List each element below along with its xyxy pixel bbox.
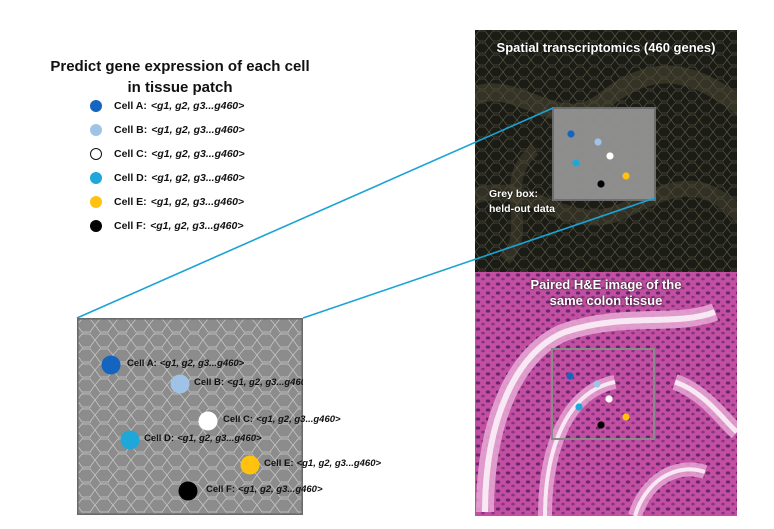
zoom-cell-d-dot <box>120 430 140 450</box>
he-cell-e-dot <box>622 413 630 421</box>
st-cell-e-dot <box>622 172 630 180</box>
legend-label: Cell A: <box>114 100 147 112</box>
cell-d-dot-icon <box>90 172 102 184</box>
zoom-label-genes: <g1, g2, g3...g460> <box>177 433 262 444</box>
legend-label: Cell D: <box>114 172 148 184</box>
zoom-label-genes: <g1, g2, g3...g460> <box>159 358 245 369</box>
st-cell-f-dot <box>597 180 605 188</box>
grey-box-note-line-2: held-out data <box>489 203 555 215</box>
he-panel-title-line-2: same colon tissue <box>549 293 663 308</box>
cell-a-dot-icon <box>90 100 102 112</box>
he-grey-box <box>551 348 655 440</box>
zoom-label-cell-c: Cell C:<g1, g2, g3...g460> <box>223 414 341 425</box>
grey-box-note-line-1: Grey box: <box>489 188 539 200</box>
st-cell-c-dot <box>606 152 614 160</box>
zoom-cell-e-dot <box>240 455 260 475</box>
zoom-cell-b-dot <box>170 374 190 394</box>
he-panel-title-line-1: Paired H&E image of the <box>530 277 682 292</box>
zoom-cell-c-dot <box>198 411 218 431</box>
cell-b-dot-icon <box>90 124 102 136</box>
he-tissue-image <box>475 272 737 516</box>
zoom-label-text: Cell E: <box>264 458 294 469</box>
diagram-title: Predict gene expression of each cell in … <box>20 56 340 98</box>
legend-item-cell-a: Cell A: <g1, g2, g3...g460> <box>90 98 244 114</box>
zoom-label-text: Cell F: <box>206 484 236 495</box>
zoom-label-genes: <g1, g2, g3...g460> <box>227 377 303 388</box>
zoom-label-cell-e: Cell E:<g1, g2, g3...g460> <box>264 458 381 469</box>
he-panel-title: Paired H&E image of the same colon tissu… <box>475 277 737 309</box>
legend-genes: <g1, g2, g3...g460> <box>151 124 245 136</box>
st-panel-title: Spatial transcriptomics (460 genes) <box>496 40 716 55</box>
zoom-label-text: Cell C: <box>223 414 254 425</box>
zoom-label-cell-f: Cell F:<g1, g2, g3...g460> <box>206 484 323 495</box>
he-cell-b-dot <box>593 380 601 388</box>
st-cell-a-dot <box>567 130 575 138</box>
zoom-label-text: Cell D: <box>144 433 175 444</box>
cell-f-dot-icon <box>90 220 102 232</box>
zoom-label-cell-a: Cell A:<g1, g2, g3...g460> <box>127 358 244 369</box>
zoomed-tissue-patch: Cell A:<g1, g2, g3...g460> Cell B:<g1, g… <box>77 318 303 515</box>
legend-genes: <g1, g2, g3...g460> <box>151 148 245 160</box>
he-cell-a-dot <box>566 372 574 380</box>
legend-label: Cell E: <box>114 196 147 208</box>
cell-c-dot-icon <box>90 148 102 160</box>
zoom-cell-f-dot <box>178 481 198 501</box>
zoom-label-genes: <g1, g2, g3...g460> <box>296 458 382 469</box>
zoom-label-cell-d: Cell D:<g1, g2, g3...g460> <box>144 433 262 444</box>
zoom-label-text: Cell A: <box>127 358 157 369</box>
legend-genes: <g1, g2, g3...g460> <box>151 172 245 184</box>
grey-box-note: Grey box: held-out data <box>489 187 555 217</box>
st-tissue-image <box>475 30 737 272</box>
zoomed-patch-image <box>77 318 303 515</box>
he-cell-f-dot <box>597 421 605 429</box>
st-cell-b-dot <box>594 138 602 146</box>
legend-label: Cell C: <box>114 148 148 160</box>
legend-item-cell-b: Cell B: <g1, g2, g3...g460> <box>90 122 245 138</box>
connector-line-top <box>76 107 554 319</box>
legend-item-cell-e: Cell E: <g1, g2, g3...g460> <box>90 194 244 210</box>
zoom-label-cell-b: Cell B:<g1, g2, g3...g460> <box>194 377 303 388</box>
he-image-panel: Paired H&E image of the same colon tissu… <box>475 272 737 516</box>
zoom-cell-a-dot <box>101 355 121 375</box>
legend-genes: <g1, g2, g3...g460> <box>150 220 244 232</box>
zoom-label-genes: <g1, g2, g3...g460> <box>256 414 341 425</box>
legend-item-cell-f: Cell F: <g1, g2, g3...g460> <box>90 218 243 234</box>
title-line-2: in tissue patch <box>127 79 233 96</box>
he-cell-c-dot <box>605 395 613 403</box>
he-cell-d-dot <box>575 403 583 411</box>
connector-line-bottom <box>302 197 656 319</box>
legend-genes: <g1, g2, g3...g460> <box>150 100 245 112</box>
zoom-label-text: Cell B: <box>194 377 225 388</box>
legend-item-cell-c: Cell C: <g1, g2, g3...g460> <box>90 146 245 162</box>
title-line-1: Predict gene expression of each cell <box>50 58 310 75</box>
zoom-label-genes: <g1, g2, g3...g460> <box>238 484 323 495</box>
legend-genes: <g1, g2, g3...g460> <box>150 196 245 208</box>
legend-label: Cell F: <box>114 220 147 232</box>
legend-label: Cell B: <box>114 124 148 136</box>
st-cell-d-dot <box>572 159 580 167</box>
spatial-transcriptomics-panel: Spatial transcriptomics (460 genes) <box>475 30 737 272</box>
cell-e-dot-icon <box>90 196 102 208</box>
legend-item-cell-d: Cell D: <g1, g2, g3...g460> <box>90 170 245 186</box>
